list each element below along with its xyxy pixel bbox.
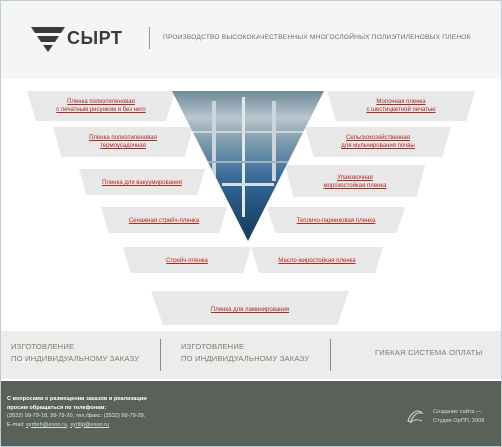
banner-text[interactable]: ИЗГОТОВЛЕНИЕ <box>181 342 245 351</box>
site-footer: С вопросами о размещении заказов и реали… <box>1 381 501 446</box>
banner-text[interactable]: ГИБКАЯ СИСТЕМА ОПЛАТЫ <box>375 348 483 357</box>
studio-line[interactable]: Создание сайта — <box>433 409 482 415</box>
product-link-plain-print-film[interactable]: Пленка полиэтиленовая с печатным рисунко… <box>41 98 161 114</box>
contact-info: С вопросами о размещении заказов и реали… <box>7 396 147 428</box>
product-link-shrink-film[interactable]: Пленка полиэтиленовая термоусадочная <box>63 134 183 150</box>
brand-name[interactable]: СЫРТ <box>67 28 123 48</box>
banner-divider <box>330 339 331 371</box>
email-label: E-mail: <box>7 421 25 428</box>
product-funnel: Пленка полиэтиленовая с печатным рисунко… <box>1 79 501 329</box>
product-link-lamination-film[interactable]: Пленка для ламинирования <box>210 307 290 313</box>
product-link-frost-film[interactable]: Упаковочная морозостойкая пленка <box>297 174 413 190</box>
band-left-3 <box>79 169 205 195</box>
banner-text[interactable]: ПО ИНДИВИДУАЛЬНОМУ ЗАКАЗУ <box>11 354 140 363</box>
banner-text[interactable]: ПО ИНДИВИДУАЛЬНОМУ ЗАКАЗУ <box>181 354 310 363</box>
link-line[interactable]: Упаковочная <box>337 175 373 181</box>
band-right-4 <box>267 207 405 233</box>
product-link-vacuum-film[interactable]: Пленка для вакуумирования <box>102 180 182 186</box>
banner-custom-order-2[interactable]: ИЗГОТОВЛЕНИЕ ПО ИНДИВИДУАЛЬНОМУ ЗАКАЗУ <box>161 331 331 379</box>
contact-line: С вопросами о размещении заказов и реали… <box>7 396 147 402</box>
product-link-stretch-film[interactable]: Стрейч-пленка <box>166 258 208 264</box>
contact-line: просим обращаться по телефонам: <box>7 404 107 411</box>
product-link-milk-film[interactable]: Молочная пленка с шестицветной печатью <box>341 98 461 114</box>
link-line[interactable]: для мульчирования почвы <box>341 143 415 149</box>
header-divider <box>149 27 150 49</box>
band-right-3 <box>285 165 425 197</box>
link-line[interactable]: термоусадочная <box>100 143 146 149</box>
header-tagline: ПРОИЗВОДСТВО ВЫСОКОКАЧЕСТВЕННЫХ МНОГОСЛО… <box>163 34 471 41</box>
banner-text[interactable]: ИЗГОТОВЛЕНИЕ <box>11 342 75 351</box>
link-line[interactable]: с печатным рисунком и без него <box>56 107 146 113</box>
link-line[interactable]: Пленка полиэтиленовая <box>89 135 157 141</box>
band-left-2 <box>53 127 193 157</box>
band-right-1 <box>327 91 475 121</box>
studio-line[interactable]: Студия ОрПП, 2008 <box>433 417 485 424</box>
studio-credit[interactable]: Создание сайта — Студия ОрПП, 2008 <box>433 408 484 425</box>
product-link-silage-stretch[interactable]: Сенажная стрейч-пленка <box>128 218 200 224</box>
band-left-1 <box>27 91 175 121</box>
product-link-greenhouse-film[interactable]: Тепличо-парниковая пленка <box>296 218 376 224</box>
phone-numbers: (3532) 99-79-18, 99-79-20, тел./факс: (3… <box>7 413 146 419</box>
email-link-2[interactable]: syrtlip@esoo.ru <box>70 421 110 428</box>
band-left-5 <box>123 247 251 273</box>
link-line[interactable]: морозостойкая пленка <box>323 183 387 189</box>
site-header: СЫРТ ПРОИЗВОДСТВО ВЫСОКОКАЧЕСТВЕННЫХ МНО… <box>1 1 501 79</box>
band-left-4 <box>101 207 227 233</box>
link-line[interactable]: Пленка полиэтиленовая <box>67 99 135 105</box>
link-line[interactable]: Сельскохозяйственная <box>345 135 411 141</box>
link-line[interactable]: с шестицветной печатью <box>366 107 436 113</box>
band-right-2 <box>305 127 451 157</box>
product-link-oil-resistant-film[interactable]: Масло-жиростойкая пленка <box>278 258 356 264</box>
product-link-agri-film[interactable]: Сельскохозяйственная для мульчирования п… <box>319 134 437 150</box>
banner-flexible-payment[interactable]: ГИБКАЯ СИСТЕМА ОПЛАТЫ <box>331 331 501 379</box>
band-right-5 <box>251 247 383 273</box>
sirt-logo-icon[interactable] <box>31 23 141 53</box>
banner-custom-order-1[interactable]: ИЗГОТОВЛЕНИЕ ПО ИНДИВИДУАЛЬНОМУ ЗАКАЗУ <box>1 331 161 379</box>
promo-banners: ИЗГОТОВЛЕНИЕ ПО ИНДИВИДУАЛЬНОМУ ЗАКАЗУ И… <box>1 331 501 379</box>
link-line[interactable]: Молочная пленка <box>376 99 426 105</box>
banner-divider <box>160 339 161 371</box>
studio-logo-icon[interactable] <box>405 407 425 427</box>
band-bottom <box>151 291 349 325</box>
email-link-1[interactable]: syrtteh@esoo.ru <box>25 421 68 428</box>
